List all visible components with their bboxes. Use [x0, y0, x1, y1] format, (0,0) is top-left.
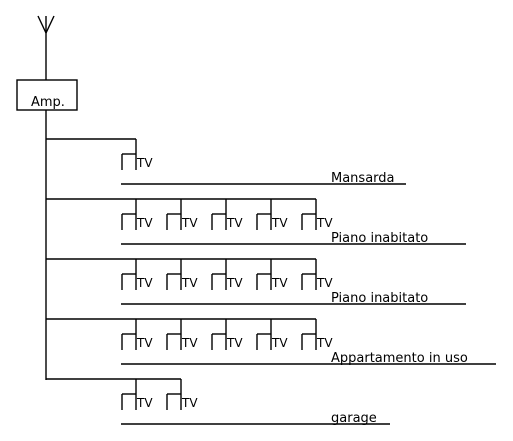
- tv-label: TV: [226, 276, 243, 290]
- tv-label: TV: [136, 276, 153, 290]
- floor-name: Piano inabitato: [331, 291, 428, 306]
- tv-label: TV: [136, 336, 153, 350]
- tv-outlet: TV: [211, 319, 243, 350]
- tv-outlet: TV: [121, 139, 153, 170]
- tv-outlet: TV: [166, 379, 198, 410]
- floor-name: Mansarda: [331, 171, 395, 186]
- tv-label: TV: [226, 216, 243, 230]
- tv-outlet: TV: [211, 199, 243, 230]
- tv-label: TV: [181, 276, 198, 290]
- tv-outlet: TV: [256, 199, 288, 230]
- tv-label: TV: [136, 396, 153, 410]
- tv-outlet: TV: [121, 379, 153, 410]
- floor-0: TV Mansarda: [46, 138, 406, 186]
- tv-label: TV: [271, 276, 288, 290]
- floor-name: Piano inabitato: [331, 231, 428, 246]
- tv-outlet: TV: [166, 319, 198, 350]
- tv-label: TV: [316, 276, 333, 290]
- floor-name: Appartamento in uso: [331, 351, 468, 366]
- tv-outlet: TV: [256, 319, 288, 350]
- tv-outlet: TV: [256, 259, 288, 290]
- tv-label: TV: [271, 216, 288, 230]
- tv-outlet: TV: [301, 319, 333, 350]
- tv-outlet: TV: [301, 199, 333, 230]
- tv-outlet: TV: [301, 259, 333, 290]
- tv-outlet: TV: [211, 259, 243, 290]
- tv-label: TV: [181, 336, 198, 350]
- floor-name: garage: [331, 411, 377, 426]
- tv-label: TV: [181, 396, 198, 410]
- tv-outlet: TV: [166, 199, 198, 230]
- tv-outlet: TV: [121, 199, 153, 230]
- tv-outlet: TV: [121, 319, 153, 350]
- floor-4: TV TV garage: [46, 378, 390, 426]
- tv-outlet: TV: [121, 259, 153, 290]
- amplifier-label: Amp.: [31, 95, 65, 110]
- tv-label: TV: [271, 336, 288, 350]
- amplifier-box: Amp.: [16, 79, 78, 111]
- tv-label: TV: [136, 216, 153, 230]
- tv-outlet: TV: [166, 259, 198, 290]
- tv-label: TV: [181, 216, 198, 230]
- tv-label: TV: [226, 336, 243, 350]
- tv-label: TV: [136, 156, 153, 170]
- antenna-icon: [37, 15, 55, 80]
- tv-label: TV: [316, 216, 333, 230]
- tv-label: TV: [316, 336, 333, 350]
